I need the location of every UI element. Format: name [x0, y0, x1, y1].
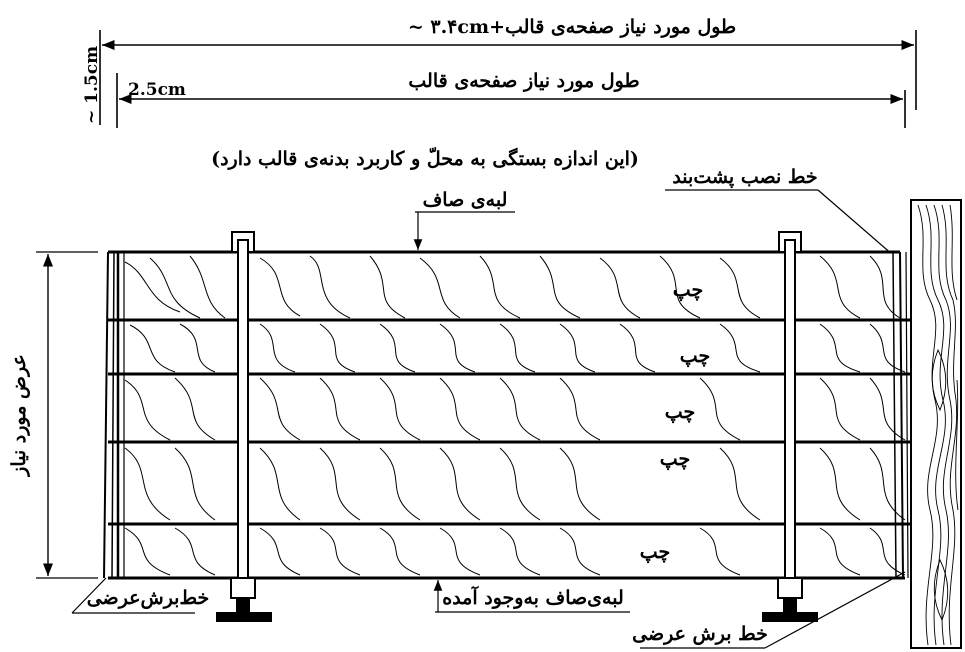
board-5-mark: چپ: [640, 541, 670, 563]
cross-cut-left-label: خط‌برش‌عرضی: [87, 587, 210, 609]
total-length-label: طول مورد نیاز صفحه‌ی قالب+۳.۴cm ~: [408, 16, 736, 38]
board-4-mark: چپ: [660, 448, 690, 470]
cross-cut-right-leader: [764, 571, 906, 649]
board-2-mark: چپ: [680, 345, 710, 367]
required-width-label: عرض مورد نیاز: [8, 354, 30, 478]
required-length-label: طول مورد نیاز صفحه‌ی قالب: [408, 70, 639, 92]
board-3-mark: چپ: [665, 401, 695, 423]
board-1-mark: چپ: [673, 279, 703, 301]
right-cut-edges: [892, 251, 909, 579]
vertical-margin-dimension: ~ 1.5cm: [82, 46, 102, 124]
batten-left: [216, 231, 272, 622]
left-cut-edges: [103, 251, 125, 579]
vertical-margin-label: ~ 1.5cm: [82, 46, 102, 124]
resulting-clean-edge-label: لبه‌ی‌صاف به‌وجود آمده: [442, 585, 623, 609]
cross-cut-left-leader: [71, 577, 107, 614]
left-margin-label: 2.5cm: [128, 80, 186, 100]
wood-grain: [124, 255, 906, 576]
clean-edge-label: لبه‌ی صاف: [423, 189, 508, 211]
backing-post: [910, 199, 962, 649]
total-length-dimension: طول مورد نیاز صفحه‌ی قالب+۳.۴cm ~: [99, 16, 917, 125]
required-length-dimension: طول مورد نیاز صفحه‌ی قالب 2.5cm: [116, 70, 906, 128]
cross-cut-right-label: خط برش عرضی: [632, 623, 768, 645]
size-note: (این اندازه بستگی به محلّ و کاربرد بدنه‌…: [211, 147, 639, 170]
width-dimension: عرض مورد نیاز: [8, 251, 98, 579]
backing-line-label: خط نصب پشت‌بند: [672, 166, 817, 188]
batten-right: [762, 231, 818, 622]
